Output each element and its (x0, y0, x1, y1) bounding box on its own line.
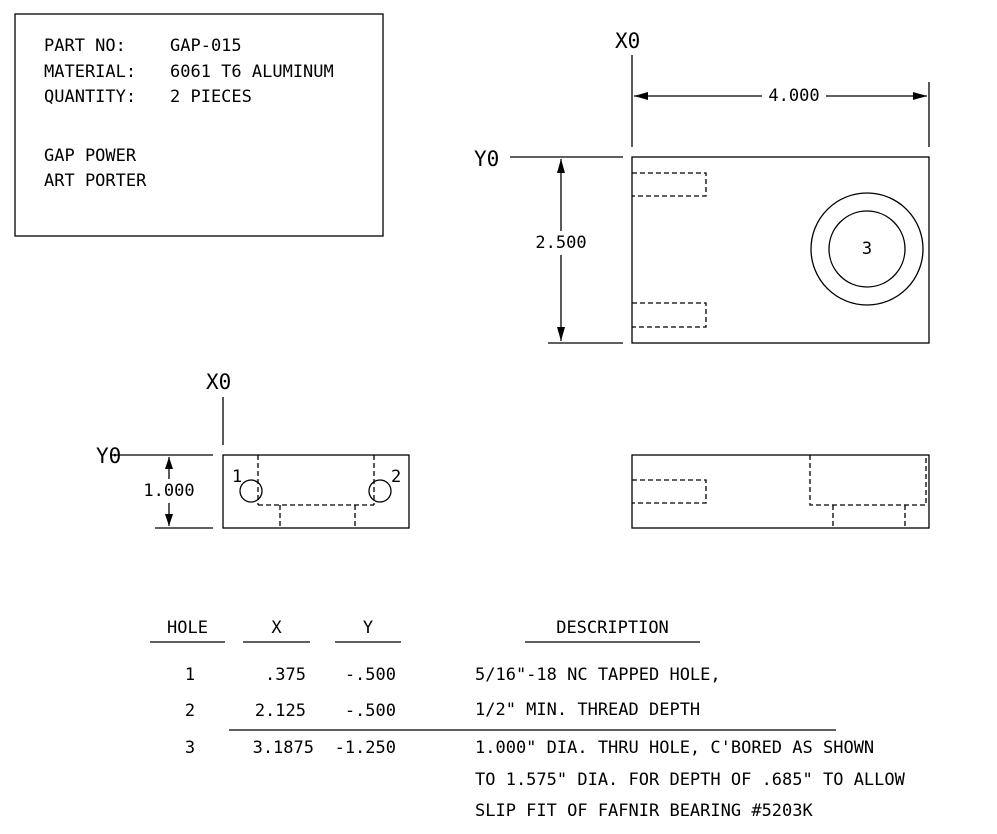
top-view-outline (631, 156, 930, 344)
arrowhead (165, 457, 173, 469)
row-description: 5/16"-18 NC TAPPED HOLE, (475, 665, 721, 685)
row-hole: 1 (184, 665, 196, 685)
title-block-frame (14, 13, 384, 237)
row-y: -.500 (344, 665, 396, 685)
table-header-hole: HOLE (167, 618, 208, 638)
hole-2-label: 2 (391, 467, 402, 487)
quantity-label: QUANTITY: (44, 87, 137, 107)
arrowhead (557, 159, 565, 173)
front-height-dimension: 1.000 (139, 481, 199, 501)
arrowhead (165, 514, 173, 526)
hidden-tapped-hole-lower (632, 302, 707, 328)
row-hole: 3 (184, 738, 196, 758)
counterbore-circle (810, 192, 924, 306)
row-description: TO 1.575" DIA. FOR DEPTH OF .685" TO ALL… (475, 770, 905, 790)
top-height-dimension: 2.500 (530, 233, 592, 253)
row-x: 2.125 (254, 701, 306, 721)
part-no-value: GAP-015 (170, 36, 242, 56)
row-hole: 2 (184, 701, 196, 721)
table-header-description: DESCRIPTION (556, 618, 669, 638)
arrowhead (634, 92, 648, 100)
material-label: MATERIAL: (44, 62, 137, 82)
hidden-tapped-hole-upper (632, 172, 707, 197)
top-width-dimension: 4.000 (768, 86, 820, 106)
hidden-side-tapped-hole (632, 479, 707, 504)
quantity-value: 2 PIECES (170, 87, 252, 107)
hole-1-label: 1 (232, 467, 243, 487)
front-x0-label: X0 (206, 370, 232, 394)
row-description: 1/2" MIN. THREAD DEPTH (475, 700, 701, 720)
part-no-label: PART NO: (44, 36, 126, 56)
material-value: 6061 T6 ALUMINUM (170, 62, 334, 82)
front-y0-label: Y0 (96, 444, 122, 468)
row-x: .375 (265, 665, 306, 685)
row-x: 3.1875 (252, 738, 314, 758)
arrowhead (557, 327, 565, 341)
thru-hole-circle (828, 210, 906, 288)
hole-1-circle (239, 479, 263, 503)
arrowhead (913, 92, 927, 100)
hole-2-circle (368, 479, 392, 503)
hole-3-callout: 3 (861, 239, 873, 259)
row-y: -.500 (344, 701, 396, 721)
front-view-outline (222, 454, 410, 529)
drafter-name: ART PORTER (44, 171, 147, 191)
top-x0-label: X0 (615, 29, 641, 53)
row-description: SLIP FIT OF FAFNIR BEARING #5203K (475, 801, 813, 821)
table-header-y: Y (362, 618, 374, 638)
table-header-x: X (271, 618, 282, 638)
side-view-outline (631, 454, 930, 529)
top-y0-label: Y0 (474, 147, 500, 171)
row-y: -1.250 (334, 738, 396, 758)
company-name: GAP POWER (44, 146, 137, 166)
hidden-side-counterbore (809, 455, 927, 506)
row-description: 1.000" DIA. THRU HOLE, C'BORED AS SHOWN (475, 738, 875, 758)
